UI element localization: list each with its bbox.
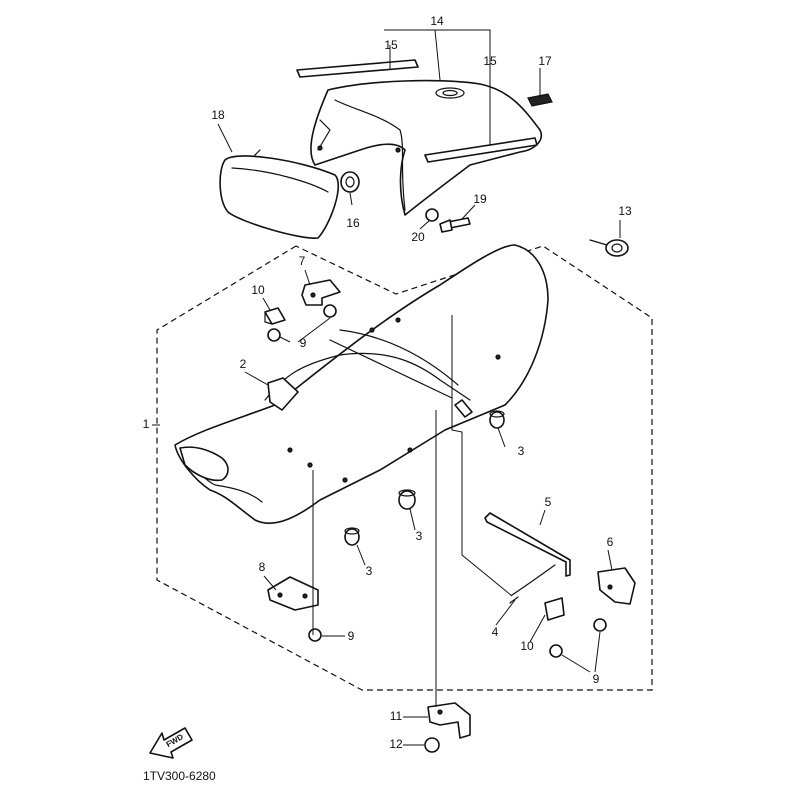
cowl-strip-lower — [424, 137, 538, 163]
callout-10-upper: 10 — [251, 283, 265, 297]
seat-lock — [427, 702, 471, 739]
callout-16: 16 — [346, 216, 360, 230]
callout-5: 5 — [545, 495, 552, 509]
callout-7: 7 — [299, 254, 306, 268]
callout-14: 14 — [430, 14, 444, 28]
callout-3-rear: 3 — [518, 444, 525, 458]
nut-lower-right-a — [549, 644, 563, 658]
callout-9-upper: 9 — [300, 336, 307, 350]
cap-nut — [424, 737, 440, 753]
assembly-boundary — [156, 245, 653, 691]
bolt-collar — [589, 239, 629, 257]
bracket-upper-left — [264, 307, 286, 325]
seat-damper-front — [344, 527, 360, 546]
bolt — [439, 217, 471, 233]
callout-1: 1 — [143, 417, 150, 431]
callout-9-lower-right: 9 — [593, 672, 600, 686]
nut-upper-left — [267, 328, 281, 342]
rubber-pad — [527, 93, 553, 107]
seat-bracket-flap — [267, 377, 299, 411]
damper — [340, 171, 360, 193]
seat-damper-mid — [398, 489, 416, 510]
spring — [509, 564, 556, 604]
callout-11: 11 — [390, 709, 403, 723]
nut-lower-left — [308, 628, 322, 642]
drawing-code: 1TV300-6280 — [143, 769, 216, 783]
seat-bracket-upper — [301, 279, 341, 306]
seat — [174, 244, 549, 525]
callout-numbers: 14 15 15 17 18 16 19 20 13 7 10 9 2 1 3 … — [143, 14, 632, 751]
callout-3-mid: 3 — [416, 529, 423, 543]
nut-lower-right-b — [593, 618, 607, 632]
guide-line-right — [451, 315, 513, 597]
lock-rod — [484, 512, 571, 577]
callout-20: 20 — [411, 230, 425, 244]
forward-direction-arrow: FWD — [149, 727, 193, 759]
callout-19: 19 — [473, 192, 487, 206]
nut — [425, 208, 439, 222]
callout-3-front: 3 — [366, 564, 373, 578]
callout-15-upper: 15 — [384, 38, 398, 52]
callout-leaders — [152, 29, 621, 746]
nut-upper-right — [323, 304, 337, 318]
callout-2: 2 — [240, 357, 247, 371]
callout-12: 12 — [389, 737, 403, 751]
seat-cowl — [310, 79, 542, 216]
callout-17: 17 — [538, 54, 552, 68]
rear-cushion — [219, 149, 340, 239]
callout-10-lower: 10 — [520, 639, 534, 653]
callout-13: 13 — [618, 204, 632, 218]
seat-bracket-lower — [267, 576, 319, 611]
callout-18: 18 — [211, 108, 225, 122]
callout-9-lower-left: 9 — [348, 629, 355, 643]
callout-6: 6 — [607, 535, 614, 549]
callout-4: 4 — [492, 625, 499, 639]
bracket-lower-right — [544, 597, 565, 621]
seat-hook — [597, 567, 636, 605]
seat-damper-rear — [489, 410, 505, 429]
callout-15-lower: 15 — [483, 54, 497, 68]
callout-8: 8 — [259, 560, 266, 574]
cowl-strip-upper — [296, 59, 419, 78]
